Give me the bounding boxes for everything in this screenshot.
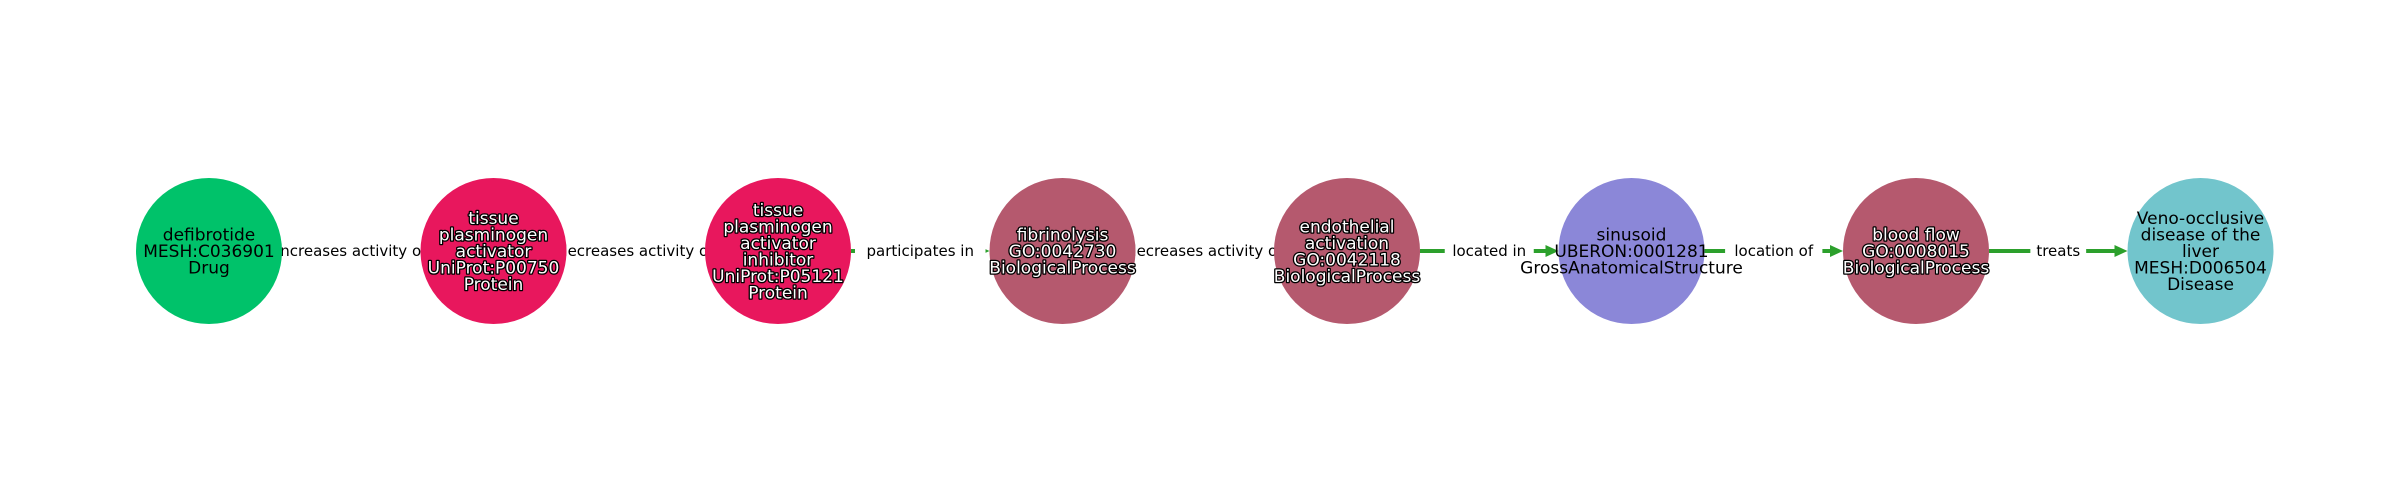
node-label-line: BiologicalProcess — [1274, 267, 1421, 287]
node-label-line: activator — [740, 234, 816, 254]
node-tpa[interactable]: tissueplasminogenactivatorUniProt:P00750… — [420, 178, 567, 324]
edge-label: decreases activity of — [558, 242, 714, 260]
edge-label-background — [1725, 240, 1823, 262]
edge-fibrinolysis-endothelial: decreases activity of — [1114, 240, 1295, 262]
edge-label-background — [855, 240, 986, 262]
node-label-line: GO:0008015 — [1862, 242, 1970, 262]
node-circle[interactable] — [2127, 178, 2274, 324]
node-label-line: GO:0042118 — [1293, 250, 1401, 270]
node-label-line: sinusoid — [1597, 226, 1667, 246]
node-label-line: Protein — [464, 275, 524, 295]
edge-label-background — [1444, 240, 1534, 262]
edge-arrowhead — [2114, 245, 2128, 257]
node-label-line: tissue — [753, 201, 803, 221]
edge-label-background — [1114, 240, 1295, 262]
node-circle[interactable] — [1843, 178, 1989, 324]
edge-tpa-pai: decreases activity of — [545, 240, 726, 262]
edge-sinusoid-bloodflow: location of — [1704, 240, 1843, 262]
node-label-line: activation — [1305, 234, 1389, 254]
node-label-line: Veno-occlusive — [2137, 209, 2264, 229]
node-label-line: Drug — [188, 259, 230, 279]
node-circle[interactable] — [989, 178, 1136, 324]
node-label-line: UBERON:0001281 — [1554, 242, 1708, 262]
edge-label: increases activity of — [276, 242, 427, 260]
node-label-line: endothelial — [1300, 217, 1395, 237]
edge-label-background — [261, 240, 442, 262]
edge-label: treats — [2036, 242, 2080, 260]
edge-arrowhead — [1545, 245, 1559, 257]
node-pai[interactable]: tissueplasminogenactivatorinhibitorUniPr… — [705, 178, 851, 324]
node-label-line: UniProt:P00750 — [428, 259, 560, 279]
edge-label: decreases activity of — [1127, 242, 1283, 260]
node-label-line: GO:0042730 — [1009, 242, 1117, 262]
nodes-layer: defibrotideMESH:C036901Drugtissueplasmin… — [136, 178, 2274, 324]
edges-layer: increases activity of decreases activity … — [261, 240, 2128, 262]
node-circle[interactable] — [136, 178, 282, 324]
edge-defibrotide-tpa: increases activity of — [261, 240, 442, 262]
node-circle[interactable] — [1558, 178, 1705, 324]
node-label-line: MESH:C036901 — [143, 242, 274, 262]
node-label-line: Disease — [2167, 275, 2234, 295]
node-label-line: blood flow — [1872, 226, 1960, 246]
node-label-line: GrossAnatomicalStructure — [1520, 259, 1743, 279]
node-label-line: inhibitor — [743, 250, 814, 270]
node-endothelial[interactable]: endothelialactivationGO:0042118Biologica… — [1272, 178, 1422, 324]
edge-label-background — [545, 240, 726, 262]
edge-arrowhead — [1830, 245, 1843, 257]
node-label-line: BiologicalProcess — [989, 259, 1136, 279]
node-label-line: MESH:D006504 — [2134, 259, 2267, 279]
node-label-line: BiologicalProcess — [1843, 259, 1990, 279]
edge-label-background — [2030, 240, 2087, 262]
edge-endothelial-sinusoid: located in — [1420, 240, 1559, 262]
node-sinusoid[interactable]: sinusoidUBERON:0001281GrossAnatomicalStr… — [1520, 178, 1743, 324]
node-circle[interactable] — [420, 178, 567, 324]
node-label-line: defibrotide — [163, 226, 255, 246]
node-circle[interactable] — [1274, 178, 1420, 324]
node-label-line: disease of the — [2141, 226, 2261, 246]
node-label-line: liver — [2182, 242, 2219, 262]
edge-pai-fibrinolysis: participates in — [851, 240, 990, 262]
node-label-line: Protein — [748, 283, 808, 303]
node-label-line: activator — [456, 242, 532, 262]
node-label-line: UniProt:P05121 — [712, 267, 844, 287]
edge-label: location of — [1734, 242, 1813, 260]
node-label-line: tissue — [468, 209, 518, 229]
node-label-line: plasminogen — [439, 226, 548, 246]
node-label-line: plasminogen — [723, 217, 832, 237]
edge-label: located in — [1452, 242, 1526, 260]
node-circle[interactable] — [705, 178, 851, 324]
edge-label: participates in — [867, 242, 974, 260]
edge-bloodflow-vod: treats — [1989, 240, 2128, 262]
node-label-line: fibrinolysis — [1017, 226, 1109, 246]
